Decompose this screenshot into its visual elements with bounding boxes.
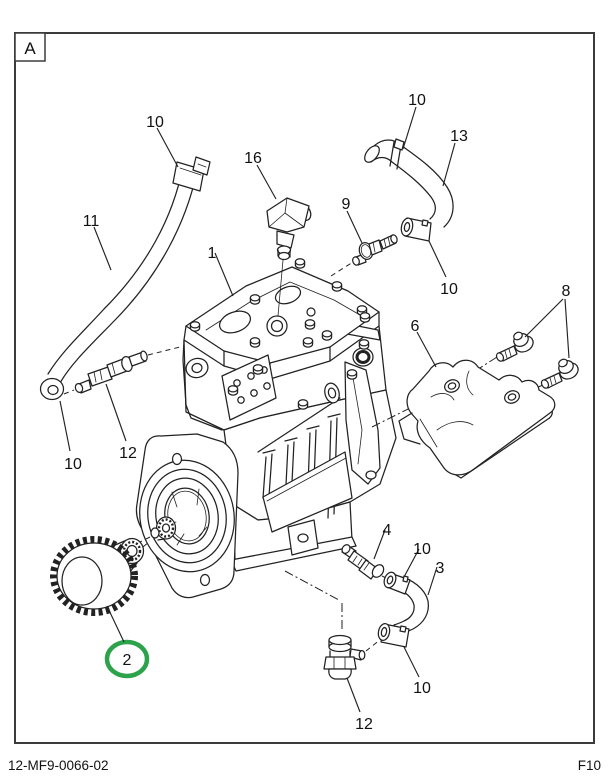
front-flange: [135, 433, 239, 599]
zone-label-box: [14, 32, 46, 62]
callout-12-elbow: 12: [355, 716, 373, 733]
callout-12-fitting-left: 12: [119, 445, 137, 462]
hose3-clamp-lower: [377, 622, 410, 648]
compressor-crankcase: [223, 389, 397, 572]
gear-face: [61, 556, 103, 606]
bracket-drawing-6: [371, 356, 556, 479]
hose3-clamp-upper: [383, 571, 411, 595]
doc-number: 12-MF9-0066-02: [8, 758, 109, 773]
flange-hole-bottom: [199, 573, 211, 587]
callout-10-hose11-clamp: 10: [146, 114, 164, 131]
elbow-fitting-drawing-12: [284, 570, 382, 680]
bolt-drawing-8a: [495, 331, 534, 362]
highlight-ellipse: [104, 639, 150, 679]
callout-13-hose: 13: [450, 128, 468, 145]
foot-hole: [297, 533, 309, 543]
gear-drawing: [50, 536, 151, 616]
callout-11-hose: 11: [83, 213, 100, 230]
callout-10-hose13-upper: 10: [408, 92, 426, 109]
hose-clamp-10-top: [389, 138, 405, 170]
bore-vanes: [166, 488, 208, 546]
hose-ferrule-10-lower-left: [39, 377, 65, 401]
callout-4-fitting: 4: [383, 522, 392, 539]
callout-3-hose: 3: [436, 560, 445, 577]
head-port-round: [266, 315, 288, 337]
page-border: [14, 32, 595, 744]
head-port-oval: [218, 310, 252, 334]
fitting-drawing-4: [341, 544, 389, 580]
fitting-drawing-12-left: [63, 346, 181, 395]
callout-labels: 10 11 16 1 10 13 9 10 8 6 12 10 2 4 10 3…: [64, 92, 570, 733]
head-port-oval2: [274, 285, 302, 305]
figure-code: F10: [578, 758, 601, 773]
callout-8-bolts: 8: [562, 283, 571, 300]
hose-drawing-11: [39, 156, 211, 401]
hose-ferrule-10-mid: [400, 217, 432, 242]
callout-9-fitting: 9: [342, 196, 351, 213]
callout-6-bracket: 6: [411, 318, 420, 335]
callout-10-hose3-lower: 10: [413, 680, 431, 697]
bolt-drawing-8b: [540, 358, 579, 389]
callout-10-hose11-ferrule: 10: [64, 456, 82, 473]
leader-lines: [59, 106, 570, 713]
zone-label: A: [24, 39, 36, 58]
callout-10-hose3-upper: 10: [413, 541, 431, 558]
side-port-boss: [185, 357, 209, 379]
drive-shaft: [139, 516, 177, 543]
hose-clamp-10-upper-left: [172, 156, 211, 192]
air-duct-panel: [262, 451, 353, 533]
pad-holes: [233, 366, 271, 404]
compressor-drawing: [135, 258, 397, 599]
callout-2-gear: 2: [123, 652, 132, 669]
hose-drawing-13: [364, 138, 454, 242]
fitting-drawing-9: [330, 234, 398, 277]
callout-16-sensor: 16: [244, 150, 262, 167]
flange-hole-top: [171, 452, 183, 466]
callout-1-compressor: 1: [208, 245, 217, 262]
callout-10-hose13-lower: 10: [440, 281, 458, 298]
gear-teeth: [50, 536, 138, 616]
cylinder-head: [182, 258, 380, 421]
sensor-drawing-16: [266, 197, 312, 317]
